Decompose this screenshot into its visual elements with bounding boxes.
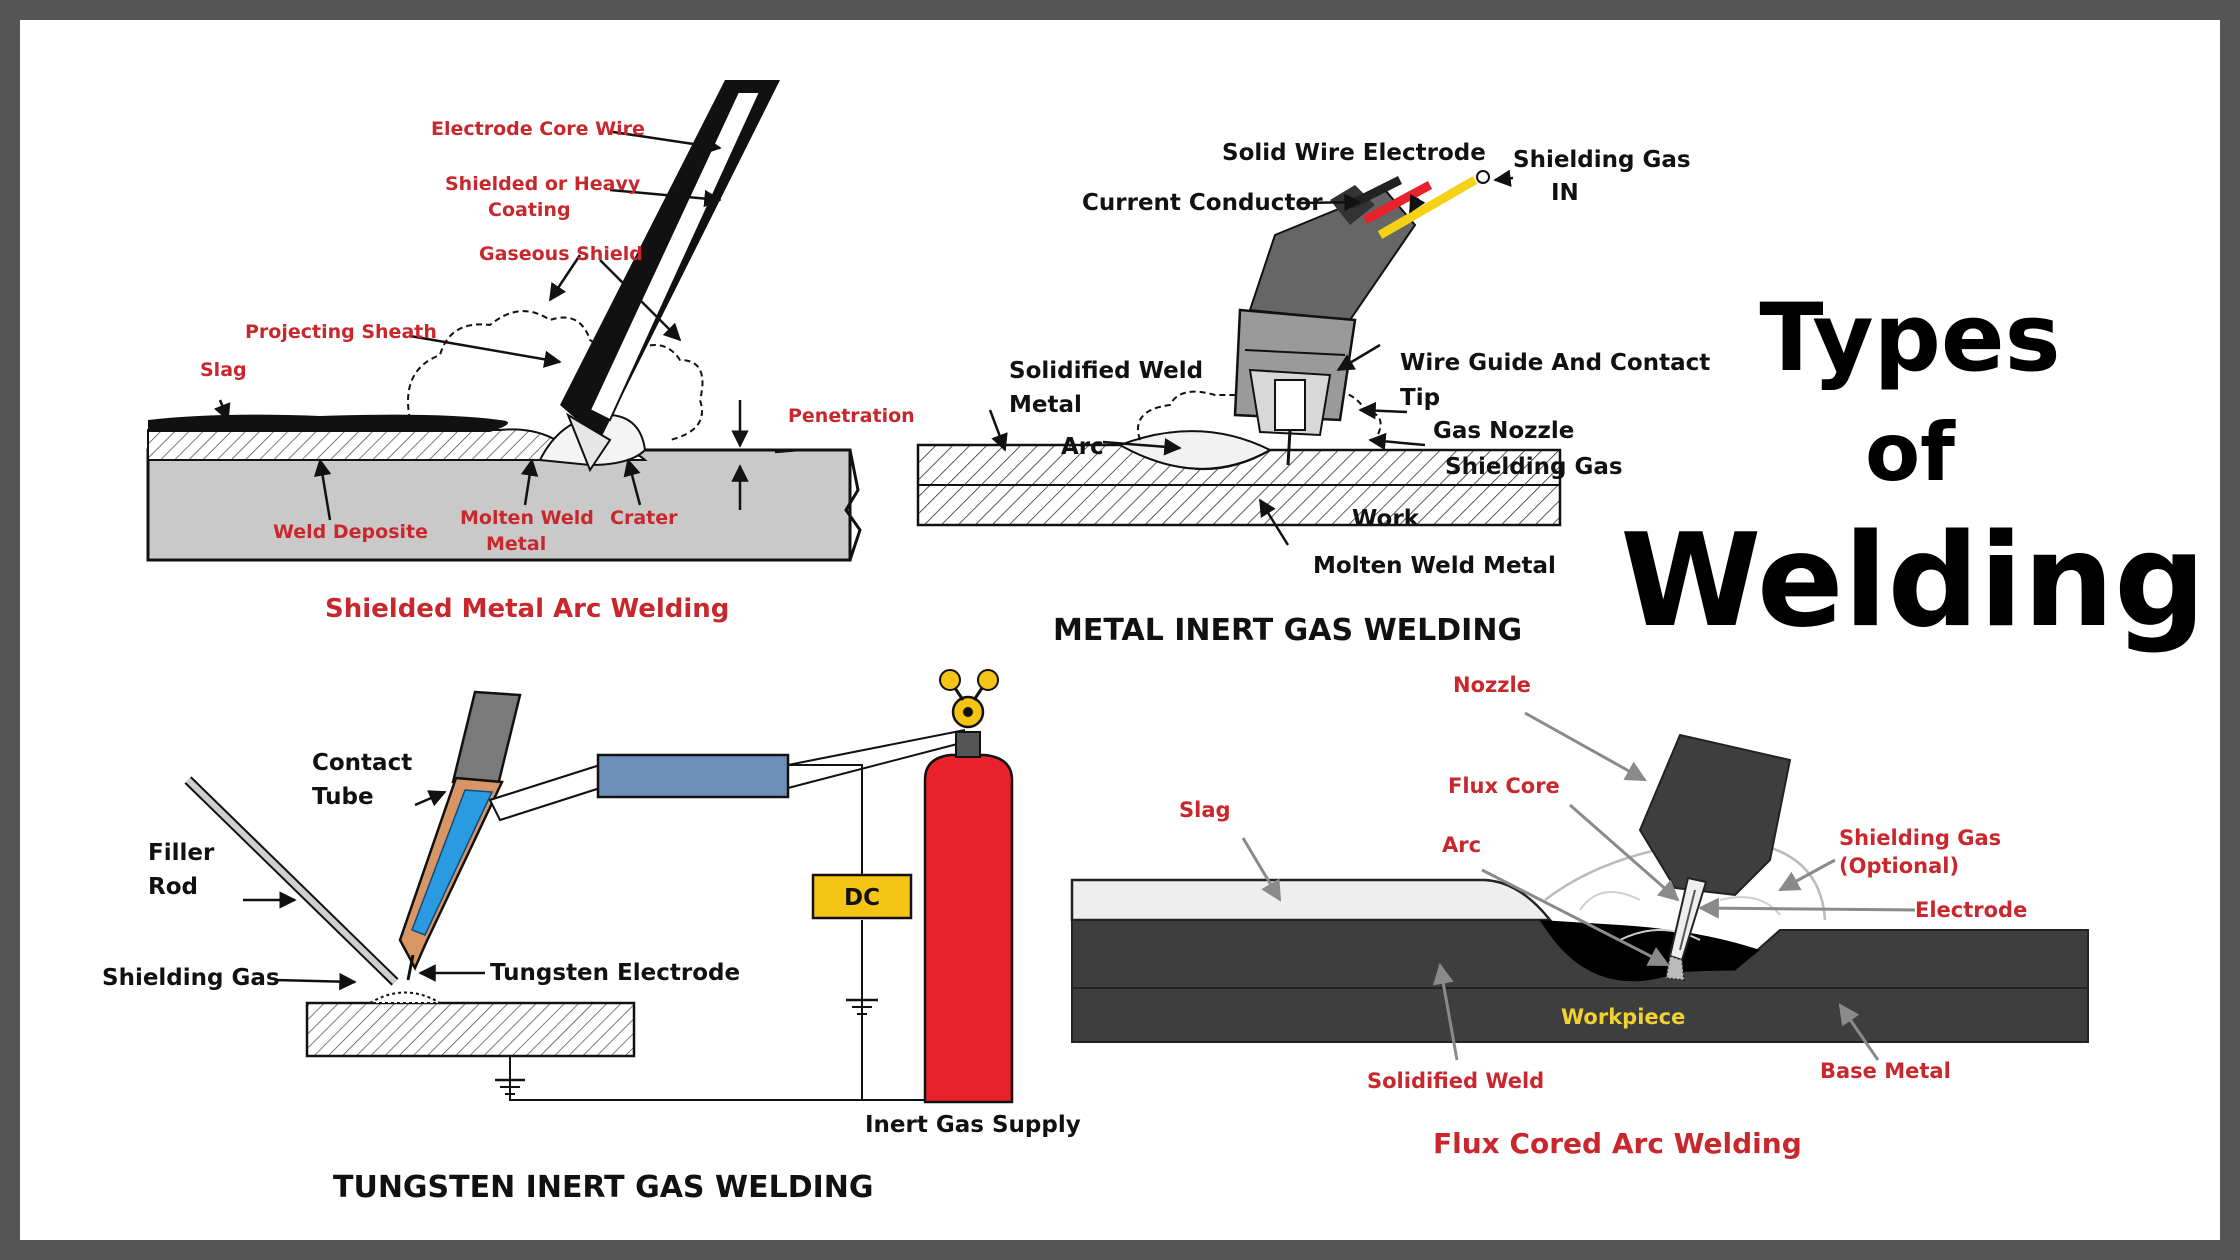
mig-label-solidified-1: Solidified Weld xyxy=(1009,358,1203,384)
fcaw-label-slag: Slag xyxy=(1179,798,1231,822)
mig-diagram: Solid Wire Electrode Shielding Gas IN Cu… xyxy=(916,140,1710,648)
tig-torch-cap xyxy=(451,690,522,787)
smaw-gas-cloud xyxy=(407,310,704,441)
tig-label-contact-2: Tube xyxy=(312,784,374,810)
fcaw-arc-spark xyxy=(1665,955,1685,981)
tig-dc-box xyxy=(811,873,913,920)
smaw-base-plate-break xyxy=(844,449,862,561)
smaw-label-crater: Crater xyxy=(610,507,678,529)
smaw-label-projecting-sheath: Projecting Sheath xyxy=(245,321,437,343)
fcaw-label-shielding-1: Shielding Gas xyxy=(1839,826,2001,850)
smaw-label-molten-1: Molten Weld xyxy=(460,507,594,529)
tig-label-contact-1: Contact xyxy=(312,750,412,776)
smaw-label-coating-2: Coating xyxy=(488,199,571,221)
fcaw-label-nozzle: Nozzle xyxy=(1453,673,1531,697)
mig-label-wire-guide-2: Tip xyxy=(1400,385,1440,411)
smaw-label-weld-deposite: Weld Deposite xyxy=(273,521,428,543)
mig-label-gas-nozzle: Gas Nozzle xyxy=(1433,418,1574,444)
fcaw-nozzle xyxy=(1638,733,1792,897)
fcaw-slag xyxy=(1070,878,1553,922)
title-line-3: Welding xyxy=(1620,507,2206,656)
fcaw-label-solidified: Solidified Weld xyxy=(1367,1069,1544,1093)
smaw-label-molten-2: Metal xyxy=(486,533,546,555)
fcaw-caption: Flux Cored Arc Welding xyxy=(1433,1127,1802,1160)
tig-label-tungsten: Tungsten Electrode xyxy=(490,960,740,986)
fcaw-label-electrode: Electrode xyxy=(1915,898,2027,922)
mig-label-shielding-in-1: Shielding Gas xyxy=(1513,147,1691,173)
tig-electrode-blue xyxy=(411,789,494,936)
fcaw-label-shielding-2: (Optional) xyxy=(1839,854,1959,878)
title-block: Types of Welding xyxy=(1620,284,2206,656)
tig-hose-blue xyxy=(596,753,790,799)
fcaw-label-arc: Arc xyxy=(1442,833,1481,857)
smaw-label-core-wire: Electrode Core Wire xyxy=(431,118,645,140)
mig-label-shielding-in-2: IN xyxy=(1551,180,1579,206)
smaw-label-coating-1: Shielded or Heavy xyxy=(445,173,641,195)
title-line-2: of xyxy=(1865,406,1956,499)
mig-caption: METAL INERT GAS WELDING xyxy=(1053,613,1522,648)
tig-caption: TUNGSTEN INERT GAS WELDING xyxy=(333,1170,873,1205)
fcaw-label-workpiece: Workpiece xyxy=(1561,1005,1685,1029)
fcaw-diagram: Nozzle Flux Core Slag Arc Shielding Gas … xyxy=(1070,673,2089,1160)
mig-label-arc: Arc xyxy=(1061,434,1104,460)
mig-bead xyxy=(1117,430,1273,470)
mig-label-wire-guide-1: Wire Guide And Contact xyxy=(1400,350,1710,376)
smaw-slag xyxy=(148,414,508,432)
fcaw-label-base-metal: Base Metal xyxy=(1820,1059,1951,1083)
tig-diagram: DC Contact Tube Filler Rod Shielding Ga xyxy=(102,669,1081,1205)
tig-label-inert-gas: Inert Gas Supply xyxy=(865,1112,1081,1138)
mig-label-work: Work xyxy=(1352,506,1420,532)
smaw-label-slag: Slag xyxy=(200,359,247,381)
tig-label-filler-2: Rod xyxy=(148,874,198,900)
diagram-svg: Electrode Core Wire Shielded or Heavy Co… xyxy=(102,80,2206,1205)
mig-label-solid-wire: Solid Wire Electrode xyxy=(1222,140,1486,166)
tig-gas-cylinder xyxy=(923,753,1014,1104)
tig-label-dc: DC xyxy=(844,885,880,911)
tig-workpiece xyxy=(305,1001,636,1058)
tig-label-shielding-gas: Shielding Gas xyxy=(102,965,280,991)
mig-label-molten: Molten Weld Metal xyxy=(1313,553,1556,579)
canvas: Electrode Core Wire Shielded or Heavy Co… xyxy=(20,20,2220,1240)
fcaw-label-flux-core: Flux Core xyxy=(1448,774,1560,798)
mig-label-shielding-gas: Shielding Gas xyxy=(1445,454,1623,480)
mig-label-solidified-2: Metal xyxy=(1009,392,1082,418)
smaw-caption: Shielded Metal Arc Welding xyxy=(325,594,729,624)
mig-label-current-conductor: Current Conductor xyxy=(1082,190,1323,216)
tig-label-filler-1: Filler xyxy=(148,840,215,866)
title-line-1: Types xyxy=(1759,284,2060,393)
smaw-label-penetration: Penetration xyxy=(788,405,915,427)
smaw-label-gaseous-shield: Gaseous Shield xyxy=(479,243,643,265)
